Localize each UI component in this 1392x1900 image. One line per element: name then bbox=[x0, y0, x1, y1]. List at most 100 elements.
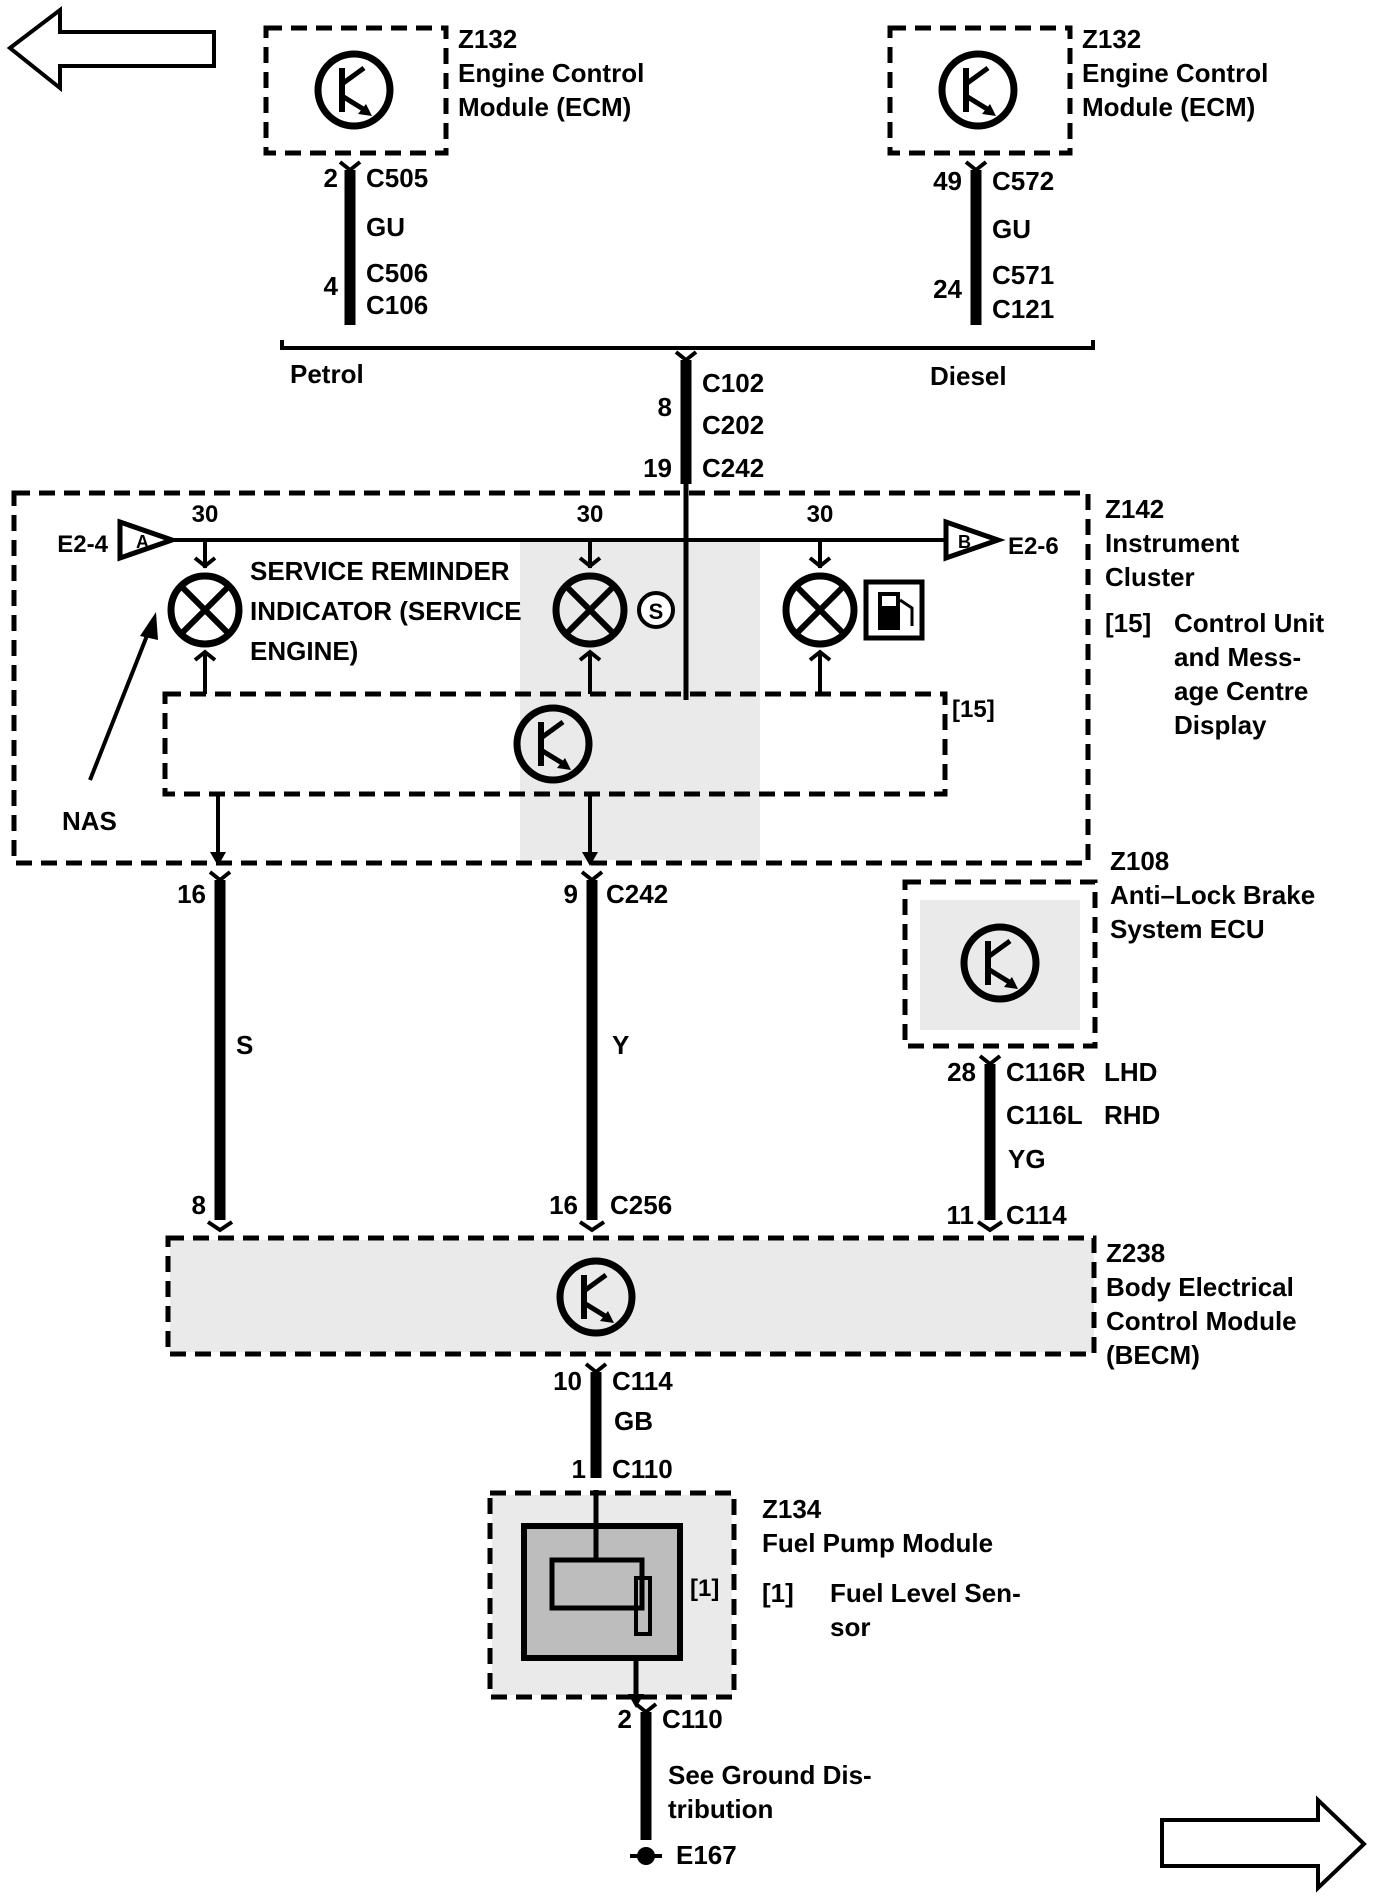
service-text-1: SERVICE REMINDER bbox=[250, 556, 510, 586]
wire-yg-lhd: LHD bbox=[1104, 1057, 1157, 1087]
abs-name-2: System ECU bbox=[1110, 914, 1265, 944]
wire-s-color: S bbox=[236, 1030, 253, 1060]
ecm-diesel-name-2: Module (ECM) bbox=[1082, 92, 1255, 122]
ground-note-1: See Ground Dis- bbox=[668, 1760, 872, 1790]
wire-gb-conn-bottom: C110 bbox=[612, 1454, 673, 1484]
becm-id: Z238 bbox=[1106, 1238, 1165, 1268]
cluster-sub-ref: [15] bbox=[1105, 608, 1151, 638]
cluster-sub-3: age Centre bbox=[1174, 676, 1308, 706]
cluster-inner-ref: [15] bbox=[952, 696, 995, 723]
instrument-cluster-box bbox=[11, 490, 1091, 866]
petrol-conn-mid: C506 bbox=[366, 258, 428, 288]
pin-c-label: 30 bbox=[807, 501, 834, 528]
ecm-petrol-transistor-icon bbox=[318, 54, 390, 126]
abs-name-1: Anti–Lock Brake bbox=[1110, 880, 1315, 910]
fuel-lamp-icon bbox=[786, 576, 854, 644]
diesel-conn-mid: C571 bbox=[992, 260, 1054, 290]
wire-yg-rhd: RHD bbox=[1104, 1100, 1160, 1130]
ecm-petrol-name-2: Module (ECM) bbox=[458, 92, 631, 122]
wire-s-pin-bottom: 8 bbox=[192, 1190, 206, 1220]
wire-y-color: Y bbox=[612, 1030, 629, 1060]
main-pin-mid: 8 bbox=[658, 392, 672, 422]
wire-gb-pin-bottom: 1 bbox=[572, 1454, 586, 1484]
ground-pin: 2 bbox=[618, 1704, 632, 1734]
fuel-pump-icon bbox=[863, 579, 925, 641]
ground-conn: C110 bbox=[662, 1704, 723, 1734]
flag-a-icon bbox=[117, 518, 180, 562]
wire-yg-pin-top: 28 bbox=[947, 1057, 976, 1087]
main-conn-1: C102 bbox=[702, 368, 764, 398]
service-lamp-icon bbox=[171, 576, 239, 644]
becm-box bbox=[165, 1235, 1097, 1357]
main-conn-2: C202 bbox=[702, 410, 764, 440]
service-badge-letter: S bbox=[649, 599, 664, 624]
fuel-pump-id: Z134 bbox=[762, 1494, 822, 1524]
arrow-left-icon[interactable] bbox=[6, 5, 216, 93]
wire-y-conn-bottom: C256 bbox=[610, 1190, 672, 1220]
service-text-2: INDICATOR (SERVICE bbox=[250, 596, 522, 626]
abs-id: Z108 bbox=[1110, 846, 1169, 876]
petrol-pin-bottom: 4 bbox=[324, 271, 339, 301]
petrol-pin-top: 2 bbox=[324, 163, 338, 193]
petrol-wire-color: GU bbox=[366, 212, 405, 242]
fuel-pump-name: Fuel Pump Module bbox=[762, 1528, 993, 1558]
service-text-3: ENGINE) bbox=[250, 636, 358, 666]
cluster-sub-4: Display bbox=[1174, 710, 1267, 740]
wire-yg-conn-lhd: C116R bbox=[1006, 1057, 1086, 1087]
diesel-conn-top: C572 bbox=[992, 166, 1054, 196]
cluster-sub-2: and Mess- bbox=[1174, 642, 1301, 672]
cluster-name-2: Cluster bbox=[1105, 562, 1195, 592]
wire-gb-pin-top: 10 bbox=[553, 1366, 582, 1396]
wire-yg-color: YG bbox=[1008, 1144, 1046, 1174]
fuel-pump-sub-1: Fuel Level Sen- bbox=[830, 1578, 1021, 1608]
ecm-diesel-name-1: Engine Control bbox=[1082, 58, 1268, 88]
pin-a-label: 30 bbox=[192, 501, 219, 528]
wire-yg-conn-rhd: C116L bbox=[1006, 1100, 1083, 1130]
flag-b-letter: B bbox=[958, 532, 971, 552]
wire-gb-conn-top: C114 bbox=[612, 1366, 673, 1396]
diesel-label: Diesel bbox=[930, 361, 1007, 391]
main-pin-bottom: 19 bbox=[643, 453, 672, 483]
wire-gb-color: GB bbox=[614, 1406, 653, 1436]
diesel-pin-top: 49 bbox=[933, 166, 962, 196]
flag-b-ref: E2-6 bbox=[1008, 533, 1059, 560]
wire-y-pin-top: 9 bbox=[564, 879, 578, 909]
flag-a-letter: A bbox=[136, 532, 149, 552]
ecm-diesel-transistor-icon bbox=[942, 54, 1014, 126]
petrol-conn-bottom: C106 bbox=[366, 290, 428, 320]
nas-label: NAS bbox=[62, 806, 117, 836]
wire-yg-conn-bottom: C114 bbox=[1006, 1200, 1067, 1230]
cluster-control-unit-box bbox=[162, 691, 948, 797]
abs-ecu-box bbox=[902, 879, 1098, 1049]
arrow-right-icon[interactable] bbox=[1160, 1795, 1367, 1893]
ecm-petrol-name-1: Engine Control bbox=[458, 58, 644, 88]
becm-name-3: (BECM) bbox=[1106, 1340, 1200, 1370]
wire-y-conn-top: C242 bbox=[606, 879, 668, 909]
fuel-pump-sub-2: sor bbox=[830, 1612, 870, 1642]
pin-b-label: 30 bbox=[577, 501, 604, 528]
fuel-pump-sub-ref: [1] bbox=[762, 1578, 794, 1608]
wire-yg-pin-bottom: 11 bbox=[947, 1200, 975, 1230]
cluster-id: Z142 bbox=[1105, 494, 1164, 524]
petrol-conn-top: C505 bbox=[366, 163, 428, 193]
ground-ref: E167 bbox=[676, 1840, 737, 1870]
cluster-name-1: Instrument bbox=[1105, 528, 1240, 558]
flag-b-icon bbox=[943, 518, 1006, 562]
becm-name-2: Control Module bbox=[1106, 1306, 1297, 1336]
petrol-label: Petrol bbox=[290, 359, 364, 389]
ecm-diesel-box bbox=[887, 25, 1073, 156]
becm-name-1: Body Electrical bbox=[1106, 1272, 1294, 1302]
nas-callout-line bbox=[88, 627, 152, 781]
ground-note-2: tribution bbox=[668, 1794, 773, 1824]
flag-a-ref: E2-4 bbox=[57, 531, 108, 558]
ground-icon bbox=[630, 1847, 662, 1865]
diesel-wire-color: GU bbox=[992, 214, 1031, 244]
main-conn-3: C242 bbox=[702, 453, 764, 483]
ecm-petrol-id: Z132 bbox=[458, 24, 517, 54]
wire-y-pin-bottom: 16 bbox=[549, 1190, 578, 1220]
cluster-sub-1: Control Unit bbox=[1174, 608, 1325, 638]
diesel-pin-bottom: 24 bbox=[933, 274, 962, 304]
ecm-petrol-box bbox=[263, 25, 449, 156]
service-badge-icon bbox=[637, 591, 675, 629]
